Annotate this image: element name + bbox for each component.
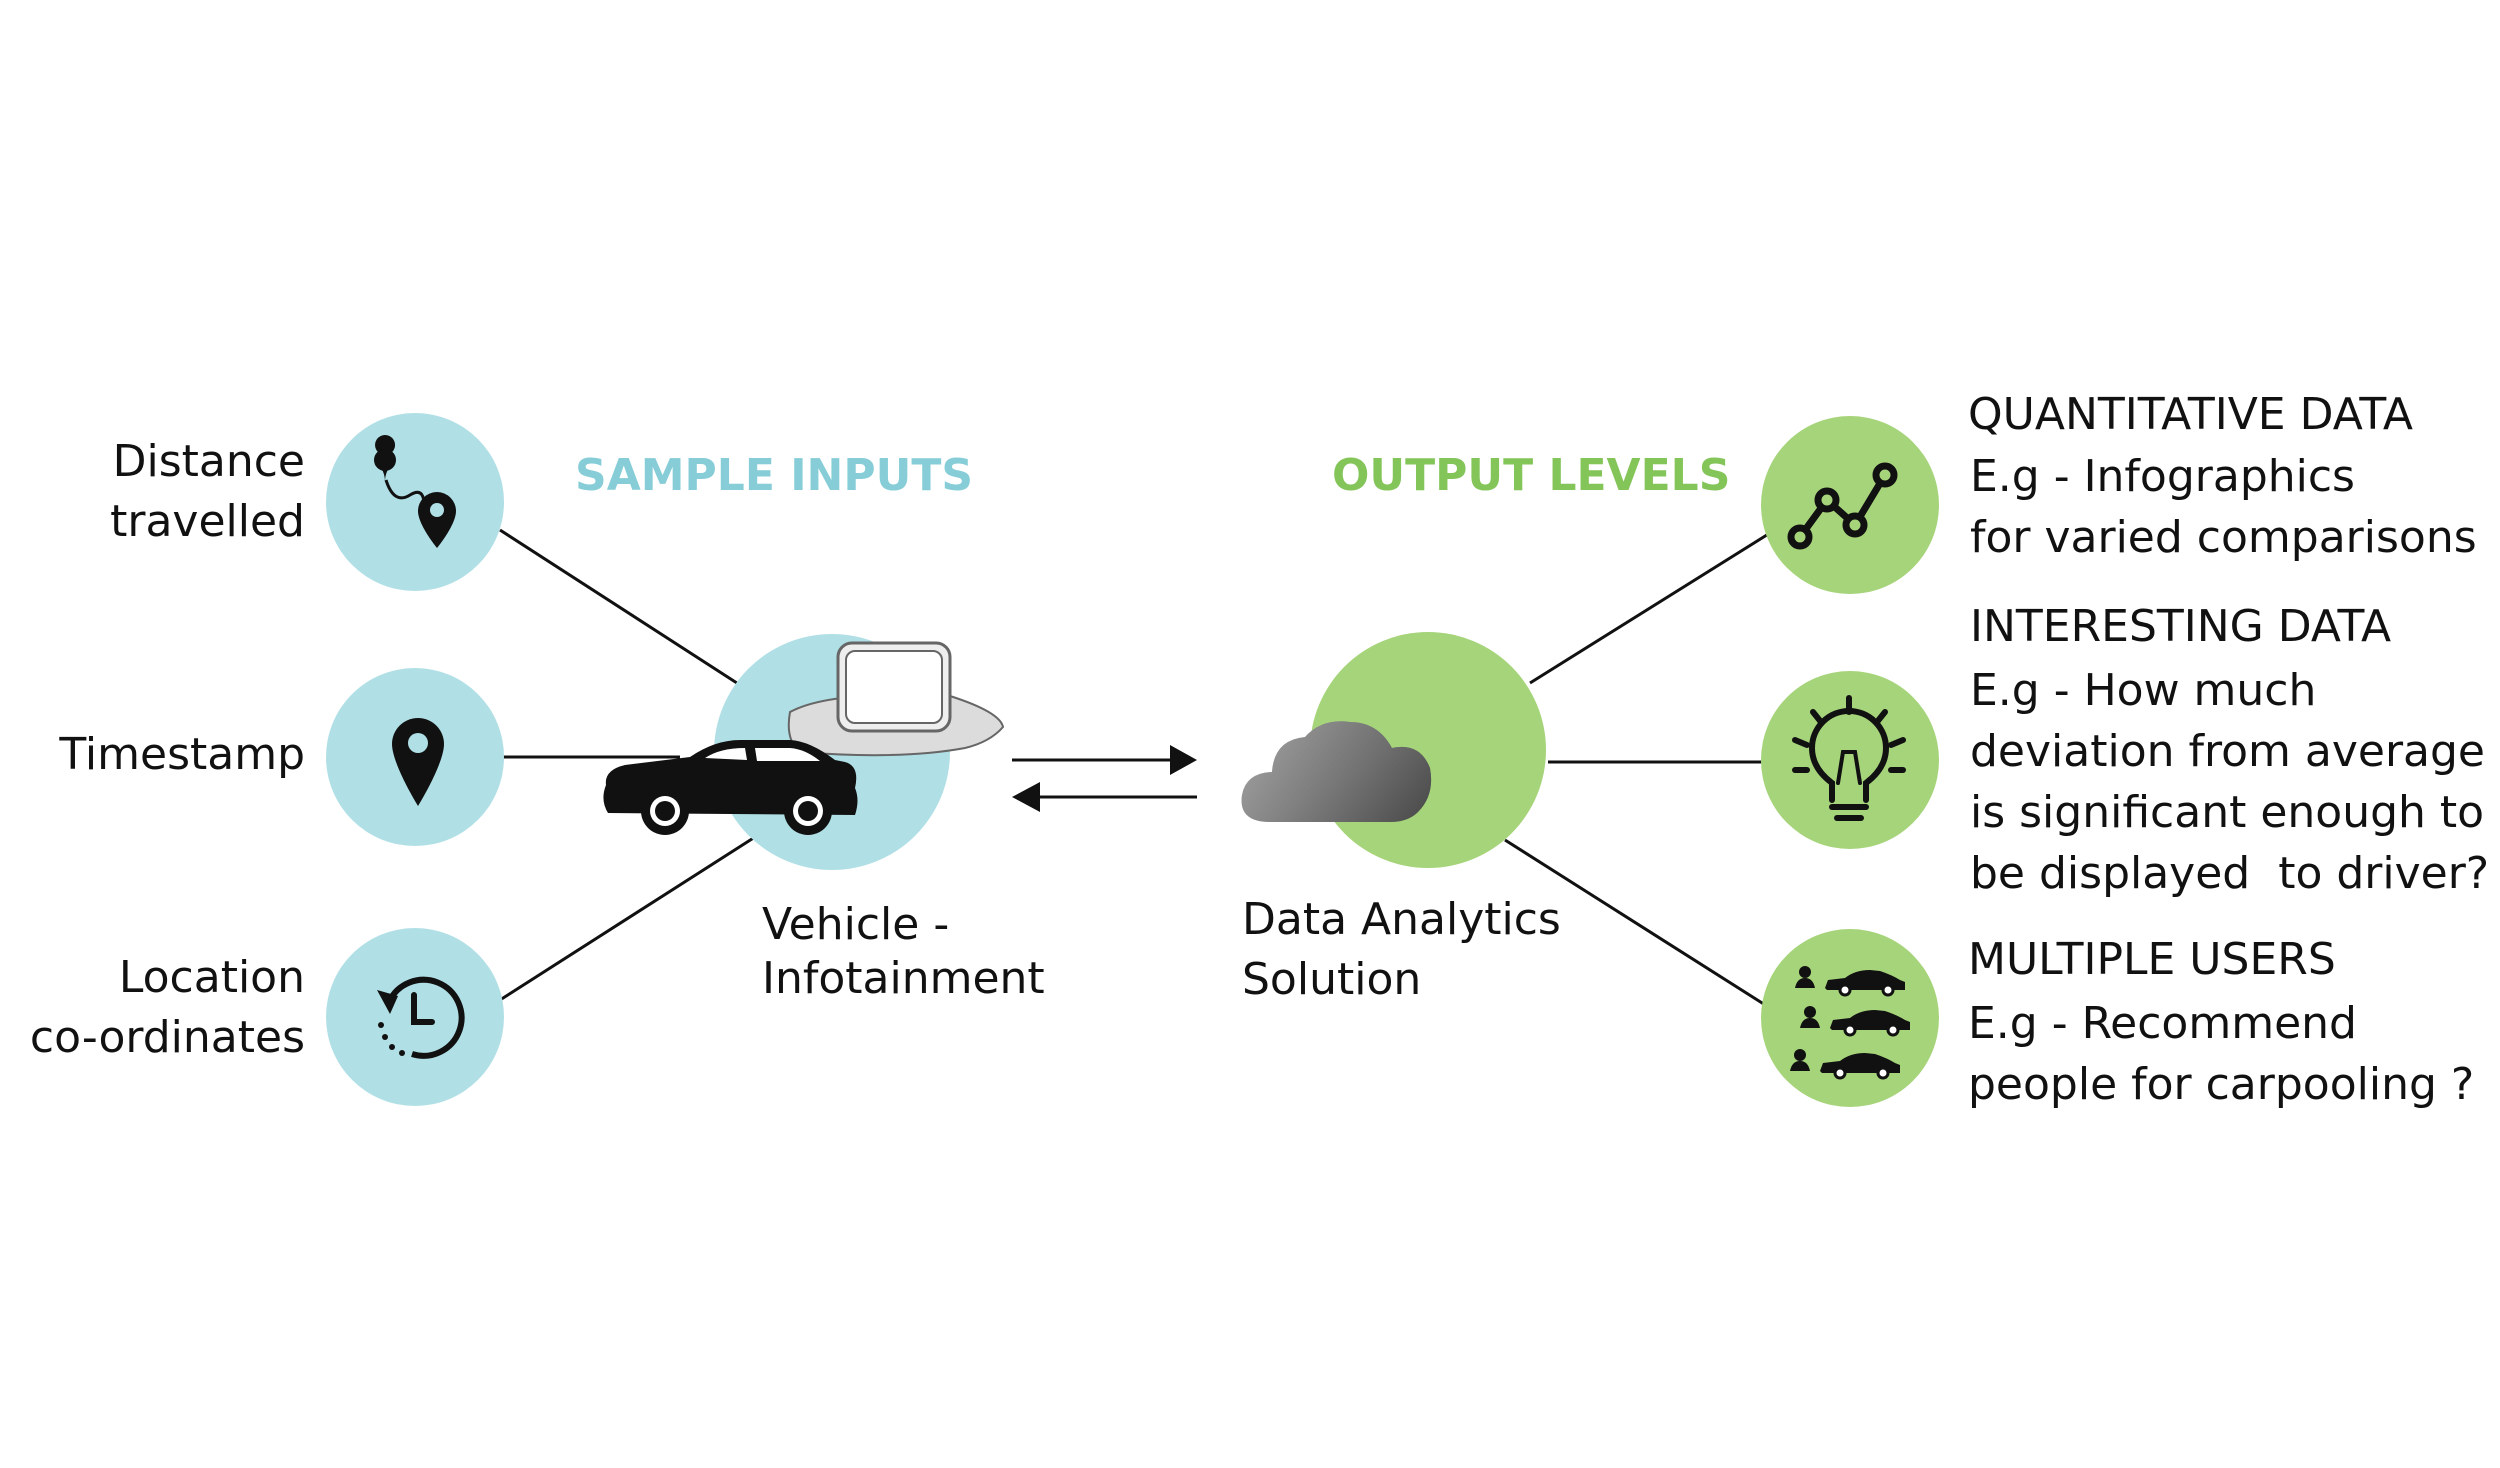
infotainment-screen-icon [787, 641, 1005, 757]
output-circle-quantitative [1761, 416, 1939, 594]
input-label-location: Location co-ordinates [0, 948, 305, 1068]
connector-quantitative [1529, 531, 1771, 685]
vehicle-label-line2: Infotainment [762, 953, 1045, 1004]
line-graph-icon [1787, 462, 1898, 550]
output-circle-interesting [1761, 671, 1939, 849]
output-desc-interesting: E.g - How much deviation from average is… [1970, 665, 2490, 899]
users-cars-icon [1790, 966, 1910, 1080]
input-label-timestamp-line1: Timestamp [59, 729, 305, 780]
input-label-location-line2: co-ordinates [29, 1012, 305, 1063]
input-connectors [499, 528, 756, 1002]
connector-multiple-users [1504, 838, 1771, 1010]
input-circle-distance [326, 413, 504, 591]
analytics-label-line1: Data Analytics [1242, 894, 1561, 945]
lightbulb-icon [1792, 695, 1906, 821]
car-icon [603, 740, 858, 835]
cloud-icon [1241, 721, 1432, 822]
route-pins-icon [374, 435, 456, 548]
vehicle-label-line1: Vehicle - [762, 899, 950, 950]
output-desc-quantitative: E.g - Infographics for varied comparison… [1970, 451, 2477, 563]
connector-distance [499, 528, 741, 687]
analytics-label: Data Analytics Solution [1242, 890, 1561, 1010]
vehicle-label: Vehicle - Infotainment [762, 895, 1045, 1009]
output-title-quantitative: QUANTITATIVE DATA [1968, 389, 2413, 440]
output-title-multiple-users: MULTIPLE USERS [1968, 934, 2336, 985]
output-desc-multiple-users: E.g - Recommend people for carpooling ? [1968, 998, 2475, 1110]
input-label-distance-line2: travelled [110, 496, 305, 547]
sample-inputs-heading: SAMPLE INPUTS [575, 450, 974, 501]
location-pin-icon [392, 718, 444, 806]
connector-location [499, 835, 756, 1002]
output-connectors [1504, 531, 1771, 1010]
analytics-label-line2: Solution [1242, 954, 1422, 1005]
input-label-distance: Distance travelled [0, 432, 305, 552]
data-exchange-arrows [1012, 745, 1197, 812]
input-label-location-line1: Location [118, 952, 305, 1003]
input-label-timestamp: Timestamp [0, 725, 305, 785]
clock-history-icon [377, 976, 465, 1059]
input-label-distance-line1: Distance [112, 436, 305, 487]
output-levels-heading: OUTPUT LEVELS [1332, 450, 1731, 501]
output-title-interesting: INTERESTING DATA [1970, 601, 2392, 652]
